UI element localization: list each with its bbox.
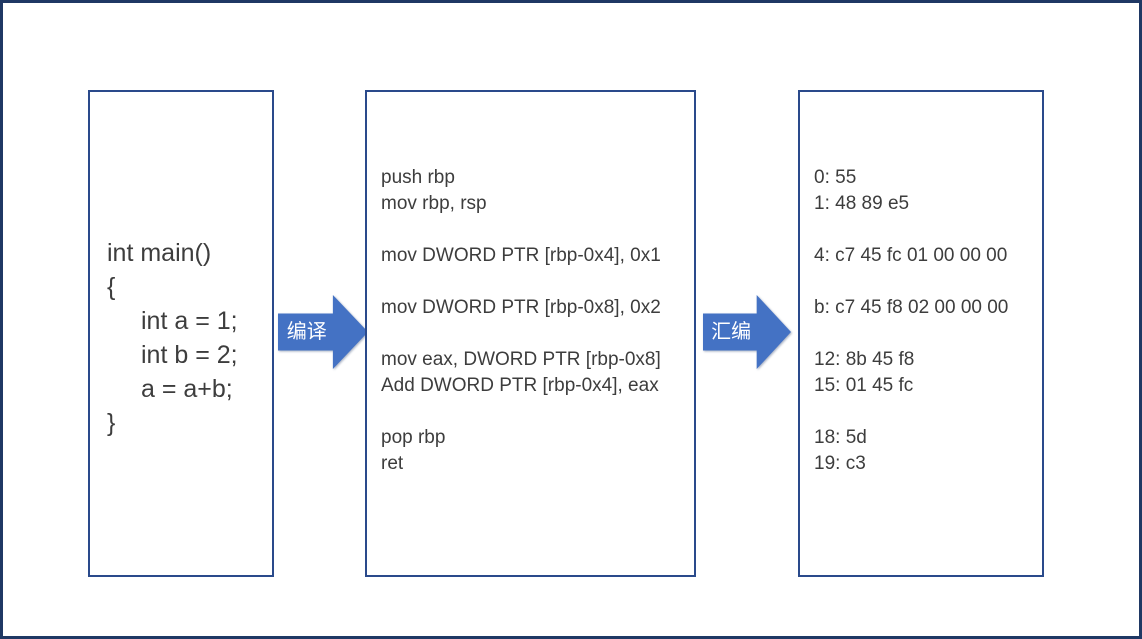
code-line: ret xyxy=(381,453,404,474)
code-line: } xyxy=(107,409,116,437)
compile-arrow-label: 编译 xyxy=(286,321,327,343)
code-line: 19: c3 xyxy=(814,453,866,474)
code-line: 12: 8b 45 f8 xyxy=(814,349,915,370)
code-line xyxy=(381,217,694,243)
code-line: 1: 48 89 e5 xyxy=(814,193,910,214)
code-line: 0: 55 xyxy=(814,167,857,188)
assembly-code-block: push rbp mov rbp, rsp mov DWORD PTR [rbp-… xyxy=(367,92,694,477)
code-line xyxy=(814,217,1042,243)
code-line xyxy=(381,269,694,295)
code-line: pop rbp xyxy=(381,427,446,448)
code-line: 15: 01 45 fc xyxy=(814,375,914,396)
c-source-code-block: int main() { int a = 1; int b = 2; a = a+b;} xyxy=(90,92,272,440)
c-source-code-box: int main() { int a = 1; int b = 2; a = a+b;} xyxy=(88,90,274,577)
code-line: a = a+b; xyxy=(141,375,233,403)
machine-code-block: 0: 55 1: 48 89 e5 4: c7 45 fc 01 00 00 00… xyxy=(800,92,1042,477)
code-line: b: c7 45 f8 02 00 00 00 xyxy=(814,297,1009,318)
assemble-arrow-label: 汇编 xyxy=(711,321,752,343)
code-line xyxy=(814,321,1042,347)
code-line: int main() xyxy=(107,239,212,267)
code-line: mov DWORD PTR [rbp-0x4], 0x1 xyxy=(381,245,661,266)
compile-arrow: 编译 xyxy=(278,295,368,369)
code-line: 18: 5d xyxy=(814,427,867,448)
code-line: push rbp xyxy=(381,167,455,188)
assembly-code-box: push rbp mov rbp, rsp mov DWORD PTR [rbp-… xyxy=(365,90,696,577)
code-line xyxy=(814,399,1042,425)
code-line: int a = 1; xyxy=(141,307,238,335)
code-line: int b = 2; xyxy=(141,341,238,369)
code-line: mov rbp, rsp xyxy=(381,193,487,214)
code-line: 4: c7 45 fc 01 00 00 00 xyxy=(814,245,1008,266)
code-line xyxy=(381,399,694,425)
code-line: { xyxy=(107,273,116,301)
assemble-arrow: 汇编 xyxy=(703,295,791,369)
code-line: mov DWORD PTR [rbp-0x8], 0x2 xyxy=(381,297,661,318)
code-line: mov eax, DWORD PTR [rbp-0x8] xyxy=(381,349,661,370)
code-line: Add DWORD PTR [rbp-0x4], eax xyxy=(381,375,659,396)
code-line xyxy=(381,321,694,347)
code-line xyxy=(814,269,1042,295)
machine-code-box: 0: 55 1: 48 89 e5 4: c7 45 fc 01 00 00 00… xyxy=(798,90,1044,577)
